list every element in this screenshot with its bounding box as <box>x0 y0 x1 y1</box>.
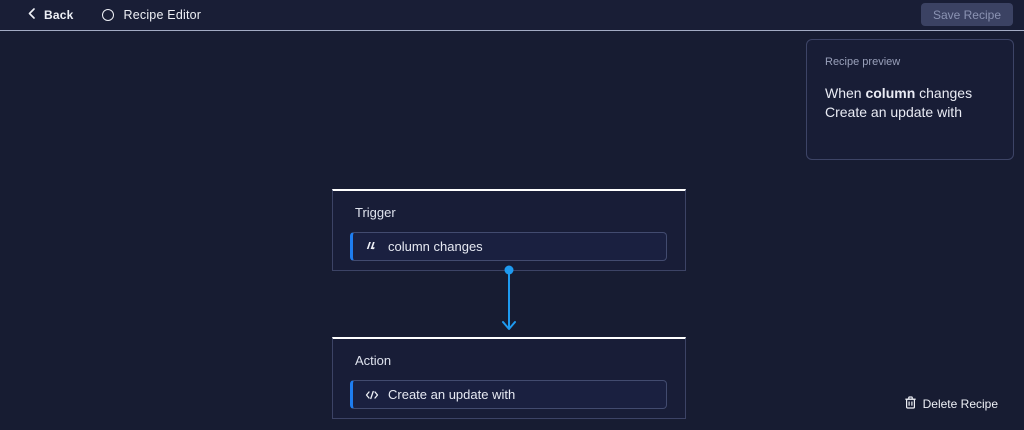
editor-title: Recipe Editor <box>101 8 202 22</box>
code-icon <box>365 390 379 400</box>
action-field[interactable]: Create an update with <box>350 380 667 409</box>
recipe-ring-icon <box>101 9 114 21</box>
action-label: Action <box>355 353 392 368</box>
trigger-label: Trigger <box>355 205 396 220</box>
delete-recipe-label: Delete Recipe <box>922 397 998 411</box>
sentence-prefix: When <box>825 85 866 101</box>
connector-arrow <box>502 265 516 330</box>
sentence-bold-term: column <box>865 85 916 101</box>
back-label: Back <box>44 8 74 22</box>
column-changes-icon <box>365 241 379 252</box>
recipe-preview-sentence: When column changes Create an update wit… <box>825 84 995 122</box>
sentence-suffix: changes Create an update with <box>825 85 973 120</box>
trigger-field[interactable]: column changes <box>350 232 667 261</box>
trash-icon <box>904 396 916 412</box>
recipe-preview-label: Recipe preview <box>825 56 901 68</box>
back-button[interactable]: Back <box>28 8 74 22</box>
delete-recipe-button[interactable]: Delete Recipe <box>904 396 998 412</box>
editor-title-label: Recipe Editor <box>123 8 202 22</box>
recipe-preview-card: Recipe preview When column changes Creat… <box>806 39 1014 160</box>
topbar: Back Recipe Editor Save Recipe <box>0 0 1024 31</box>
trigger-card: Trigger column changes <box>332 189 686 271</box>
action-card: Action Create an update with <box>332 337 686 419</box>
action-field-text: Create an update with <box>388 387 516 402</box>
trigger-field-text: column changes <box>388 239 483 254</box>
save-recipe-button[interactable]: Save Recipe <box>920 3 1013 26</box>
chevron-left-icon <box>28 8 35 22</box>
